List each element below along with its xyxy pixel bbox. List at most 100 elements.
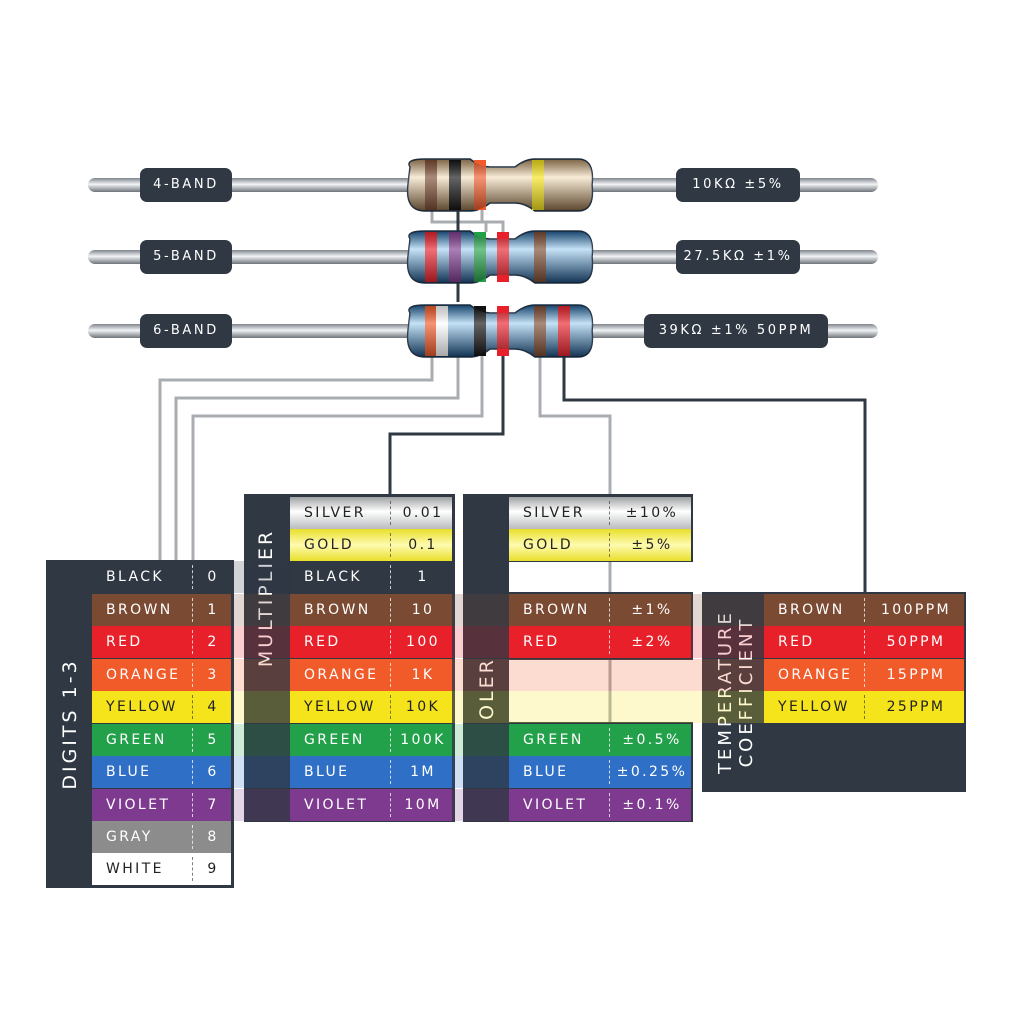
tolerance-color-name: GREEN xyxy=(523,732,584,748)
tolerance-color-name: BLUE xyxy=(523,764,569,780)
multiplier-color-name: VIOLET xyxy=(304,797,369,813)
tolerance-row: VIOLET ±0.1% xyxy=(509,789,691,821)
digits-value: 9 xyxy=(207,861,219,877)
tolerance-value: ±5% xyxy=(631,537,673,553)
tolerance-row: GREEN ±0.5% xyxy=(509,724,691,756)
connector-line xyxy=(538,352,612,497)
multiplier-value: 10 xyxy=(411,602,435,618)
row-divider xyxy=(192,695,193,719)
connector-line xyxy=(191,352,484,562)
temperature-value: 25PPM xyxy=(886,699,946,715)
multiplier-color-name: RED xyxy=(304,634,341,650)
digits-row: BROWN 1 xyxy=(92,594,231,626)
digits-color-name: BROWN xyxy=(106,602,173,618)
temperature-value: 50PPM xyxy=(886,634,946,650)
multiplier-color-name: SILVER xyxy=(304,505,366,521)
tolerance-row: BROWN ±1% xyxy=(509,594,691,626)
row-divider xyxy=(390,598,391,622)
temperature-color-name: YELLOW xyxy=(778,699,850,715)
multiplier-value: 1M xyxy=(410,764,436,780)
tolerance-value: ±0.5% xyxy=(622,732,682,748)
connector-line xyxy=(158,352,434,562)
multiplier-color-name: BLUE xyxy=(304,764,350,780)
tolerance-color-name: BROWN xyxy=(523,602,590,618)
temperature-color-name: ORANGE xyxy=(778,667,853,683)
row-divider xyxy=(864,663,865,687)
resistor-6band-value: 39KΩ ±1% 50PPM xyxy=(644,314,828,348)
row-divider xyxy=(192,728,193,752)
multiplier-value: 100 xyxy=(406,634,440,650)
multiplier-value: 10M xyxy=(404,797,442,813)
row-divider xyxy=(390,533,391,557)
resistor-4band-value: 10KΩ ±5% xyxy=(676,168,800,202)
multiplier-value: 100K xyxy=(400,732,446,748)
multiplier-value: 10K xyxy=(405,699,441,715)
row-divider xyxy=(192,857,193,881)
digits-color-name: WHITE xyxy=(106,861,164,877)
row-divider xyxy=(609,728,610,752)
row-divider xyxy=(192,598,193,622)
tolerance-value: ±0.1% xyxy=(622,797,682,813)
digits-row: WHITE 9 xyxy=(92,853,231,885)
resistor-shading xyxy=(407,305,593,357)
tolerance-value: ±0.25% xyxy=(616,764,688,780)
row-divider xyxy=(864,695,865,719)
row-divider xyxy=(192,760,193,784)
connector-line xyxy=(562,352,867,594)
multiplier-color-name: BROWN xyxy=(304,602,371,618)
multiplier-row: SILVER 0.01 xyxy=(290,497,452,529)
temperature-color-name: BROWN xyxy=(778,602,845,618)
tolerance-row: RED±2% xyxy=(509,626,691,658)
tolerance-color-name: GOLD xyxy=(523,537,574,553)
digits-color-name: GREEN xyxy=(106,732,167,748)
digits-title: DIGITS 1-3 xyxy=(59,658,81,790)
tolerance-row: GOLD ±5% xyxy=(509,529,691,561)
row-divider xyxy=(390,793,391,817)
multiplier-color-name: ORANGE xyxy=(304,667,379,683)
multiplier-value: 1 xyxy=(417,569,429,585)
row-divider xyxy=(609,533,610,557)
multiplier-row: BLUE 1M xyxy=(290,756,452,788)
multiplier-row: VIOLET 10M xyxy=(290,789,452,821)
digits-value: 8 xyxy=(207,829,219,845)
multiplier-color-name: YELLOW xyxy=(304,699,376,715)
digits-value: 0 xyxy=(207,569,219,585)
multiplier-row: BROWN 10 xyxy=(290,594,452,626)
row-divider xyxy=(864,630,865,654)
digits-value: 1 xyxy=(207,602,219,618)
connector-line xyxy=(480,210,505,232)
row-divider xyxy=(864,598,865,622)
resistor-shading xyxy=(407,159,593,211)
row-divider xyxy=(192,565,193,589)
tolerance-color-name: VIOLET xyxy=(523,797,588,813)
tolerance-value: ±1% xyxy=(631,602,673,618)
tolerance-color-name: RED xyxy=(523,634,560,650)
digits-value: 3 xyxy=(207,667,219,683)
digits-color-name: VIOLET xyxy=(106,797,171,813)
multiplier-value: 0.01 xyxy=(402,505,444,521)
digits-value: 2 xyxy=(207,634,219,650)
multiplier-row: RED 100 xyxy=(290,626,452,658)
resistor-4band-label: 4-BAND xyxy=(140,168,232,202)
multiplier-color-name: GOLD xyxy=(304,537,355,553)
digits-value: 6 xyxy=(207,764,219,780)
row-divider xyxy=(192,825,193,849)
resistor-5band-label: 5-BAND xyxy=(140,240,232,274)
digits-color-name: GRAY xyxy=(106,829,153,845)
row-divider xyxy=(609,630,610,654)
connector-line xyxy=(174,352,460,562)
row-divider xyxy=(390,695,391,719)
row-divider xyxy=(390,760,391,784)
row-divider xyxy=(390,565,391,589)
